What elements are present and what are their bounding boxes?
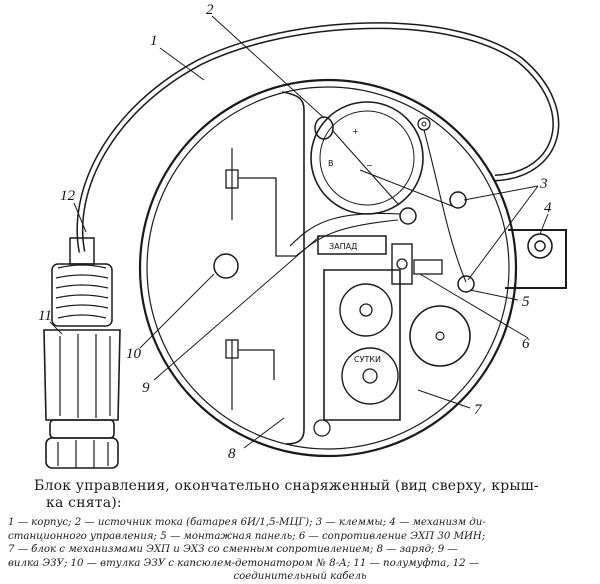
callout-1: 1 <box>150 33 158 49</box>
callout-9: 9 <box>142 380 150 396</box>
battery-minus-label: − <box>366 161 373 170</box>
callout-12: 12 <box>60 188 76 204</box>
figure-legend: 1 — корпус; 2 — источник тока (батарея 6… <box>8 516 592 584</box>
callout-8: 8 <box>228 446 236 462</box>
charge-compartment <box>213 91 305 445</box>
wiring <box>289 129 467 283</box>
terminals <box>399 191 475 293</box>
callout-5: 5 <box>522 294 530 310</box>
battery: + − В <box>310 101 431 215</box>
callout-10: 10 <box>126 346 142 362</box>
caption-line-2: ка снята): <box>46 495 122 511</box>
leader-lines <box>49 15 549 449</box>
battery-b-label: В <box>328 159 334 168</box>
legend-row-3: 7 — блок с механизмами ЭХП и ЭХЗ со смен… <box>8 544 458 556</box>
mounting-panel: ЗАПАД <box>317 235 443 285</box>
zapad-label: ЗАПАД <box>329 242 357 251</box>
callout-6: 6 <box>522 336 530 352</box>
sutki-label: СУТКИ <box>354 355 381 364</box>
callout-7: 7 <box>474 402 483 418</box>
callout-11: 11 <box>38 308 52 324</box>
callout-numbers: 1 2 3 4 5 6 7 8 9 10 11 12 <box>38 2 552 462</box>
callout-3: 3 <box>539 176 548 192</box>
callout-4: 4 <box>544 200 552 216</box>
half-coupling-connector <box>43 237 121 469</box>
control-unit-diagram: + − В ЗАПАД СУТКИ <box>38 2 567 469</box>
legend-row-1: 1 — корпус; 2 — источник тока (батарея 6… <box>8 517 486 528</box>
battery-plus-label: + <box>352 127 359 136</box>
cable <box>76 22 560 253</box>
mechanism-block: СУТКИ <box>313 269 471 437</box>
caption-line-1: Блок управления, окончательно снаряженны… <box>34 478 539 494</box>
legend-row-5: соединительный кабель <box>233 571 367 583</box>
legend-row-2: станционного управления; 5 — монтажная п… <box>8 530 486 542</box>
legend-row-4: вилка ЭЗУ; 10 — втулка ЭЗУ с капсюлем-де… <box>8 557 480 569</box>
housing <box>138 78 518 458</box>
figure-caption: Блок управления, окончательно снаряженны… <box>0 478 600 512</box>
callout-2: 2 <box>206 2 214 18</box>
